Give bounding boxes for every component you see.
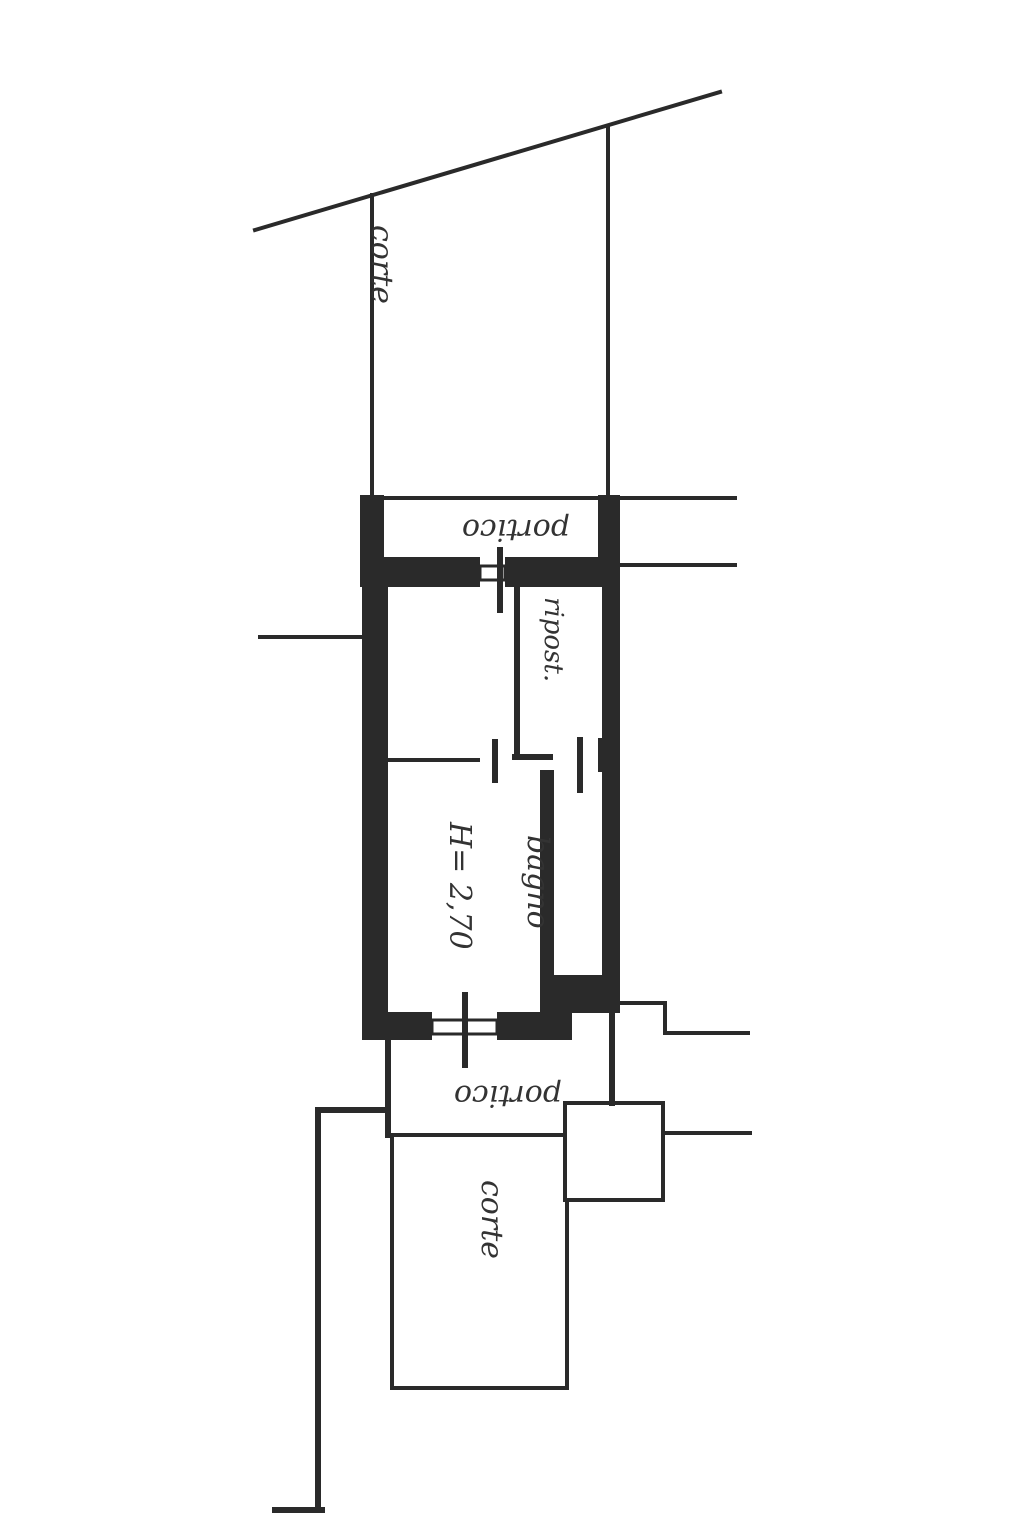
portico-top-outline — [360, 495, 737, 567]
court-bottom-outline — [390, 1133, 569, 1390]
label-portico-bottom: portico — [454, 1078, 562, 1113]
label-portico-top: portico — [462, 512, 570, 547]
building-walls — [258, 547, 620, 1068]
left-boundary — [272, 1107, 325, 1513]
interior-partitions — [383, 587, 607, 990]
box-outline — [563, 1101, 665, 1202]
label-court-bottom: corte — [474, 1180, 509, 1259]
court-top-outline — [252, 89, 723, 502]
label-height: H= 2,70 — [442, 821, 477, 950]
label-storage: ripost. — [538, 597, 568, 682]
label-bath: bagno — [520, 835, 555, 929]
label-court-top: corte — [364, 225, 399, 304]
portico-bottom-outline — [315, 1002, 615, 1138]
exterior-right-lines — [613, 1001, 752, 1135]
